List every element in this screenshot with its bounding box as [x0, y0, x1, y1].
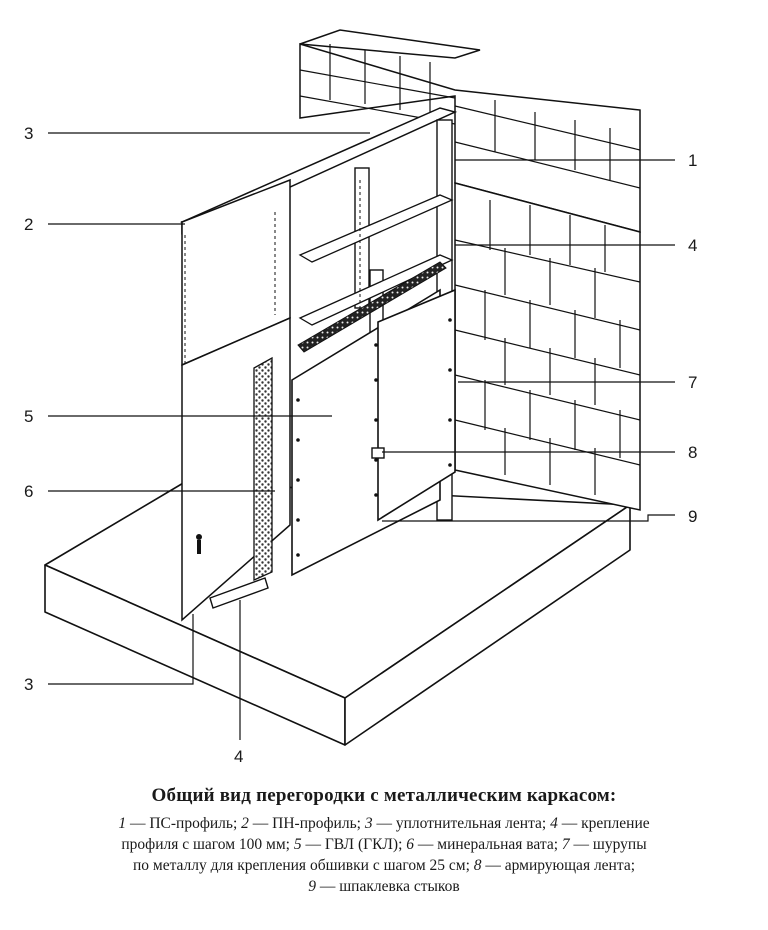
bottom-guide-profile [209, 577, 269, 609]
legend-text: по металлу для крепления обшивки с шагом… [132, 857, 474, 874]
callout-9: 9 [688, 507, 697, 526]
wall-top [299, 29, 481, 59]
legend-line-1: 1 — ПС-профиль; 2 — ПН-профиль; 3 — упло… [0, 813, 768, 834]
callout-3-top: 3 [24, 124, 33, 143]
legend-text: — шпаклевка стыков [315, 878, 460, 895]
legend-text: — ПН-профиль; [248, 815, 365, 832]
callout-1: 1 [688, 151, 697, 170]
guide-lines [184, 180, 361, 365]
callout-7: 7 [688, 373, 697, 392]
floor-right-face [344, 504, 631, 746]
legend-line-4: 9 — шпаклевка стыков [0, 876, 768, 897]
sealing-tape [297, 261, 447, 353]
legend-num: 1 [118, 815, 127, 832]
callout-8: 8 [688, 443, 697, 462]
wall-face-right [454, 182, 641, 511]
legend-text: профиля с шагом 100 мм; [121, 836, 294, 853]
anchor-icon [196, 534, 202, 554]
crossbars [298, 194, 454, 326]
legend-text: — уплотнительная лента; [372, 815, 551, 832]
legend-num: 8 [473, 857, 482, 874]
legend-text: — ПС-профиль; [126, 815, 242, 832]
legend-text: — ГВЛ (ГКЛ); [301, 836, 407, 853]
legend-num: 4 [550, 815, 558, 832]
callout-5: 5 [24, 407, 33, 426]
legend-num: 3 [364, 815, 373, 832]
legend-num: 5 [293, 836, 302, 853]
legend-num: 9 [308, 878, 316, 895]
legend-line-3: по металлу для крепления обшивки с шагом… [0, 855, 768, 876]
legend-text: — минеральная вата; [414, 836, 562, 853]
legend-text: — крепление [557, 815, 650, 832]
mineral-wool [253, 356, 273, 582]
callout-2: 2 [24, 215, 33, 234]
partition-diagram: 3 2 5 6 3 4 1 4 7 8 9 [24, 29, 697, 766]
legend-line-2: профиля с шагом 100 мм; 5 — ГВЛ (ГКЛ); 6… [0, 834, 768, 855]
screws [296, 318, 452, 557]
reinforcing-tape [371, 447, 385, 459]
figure-caption: Общий вид перегородки с металлическим ка… [0, 785, 768, 897]
legend-num: 6 [406, 836, 415, 853]
brick-courses [299, 44, 641, 495]
callout-3-bottom: 3 [24, 675, 33, 694]
callout-4-right: 4 [688, 236, 697, 255]
legend-num: 7 [561, 836, 570, 853]
leader-lines [48, 132, 675, 740]
callout-4-bottom: 4 [234, 747, 243, 766]
legend-text: — шурупы [569, 836, 647, 853]
brick-wall [299, 29, 641, 511]
legend-num: 2 [241, 815, 249, 832]
callout-6: 6 [24, 482, 33, 501]
caption-title: Общий вид перегородки с металлическим ка… [151, 785, 617, 806]
legend-text: — армирующая лента; [481, 857, 636, 874]
